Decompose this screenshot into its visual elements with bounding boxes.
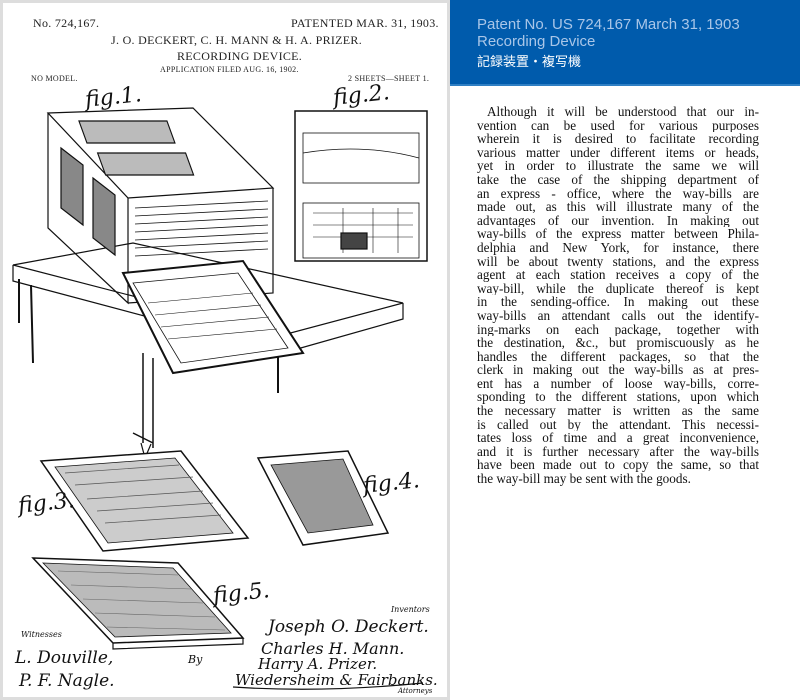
description-line: tates loss of time and a great inconveni… — [477, 431, 759, 445]
by-label: By — [188, 653, 203, 666]
description-line: take the case of the shipping department… — [477, 172, 759, 187]
patent-drawing-sheet: No. 724,167. PATENTED MAR. 31, 1903. J. … — [3, 3, 447, 697]
attorneys-signature: Wiedersheim & Fairbanks. — [235, 671, 438, 689]
description-line: is called out by the attendant. This nec… — [477, 417, 759, 432]
description-line: way-bills of the express matter between … — [477, 227, 759, 241]
description-line: ent has a number of loose way-bills, cor… — [477, 376, 759, 391]
description-line: have been made out to copy the same, so … — [477, 458, 759, 473]
application-filed: APPLICATION FILED AUG. 16, 1902. — [160, 65, 299, 74]
inventors-header: J. O. DECKERT, C. H. MANN & H. A. PRIZER… — [111, 33, 363, 47]
description-line: sponding to the different stations, upon… — [477, 390, 759, 405]
description-line: vention can be used for various purposes — [477, 118, 759, 133]
patent-description-text: Although it will be understood that our … — [477, 105, 759, 486]
banner-japanese-title: 記録装置・複写機 — [477, 55, 582, 70]
attorneys-label: Attorneys — [398, 687, 433, 695]
description-line: various matter under different items or … — [477, 145, 759, 160]
no-model-label: NO MODEL. — [31, 74, 78, 83]
description-line: the way-bill may be sent with the goods. — [477, 472, 691, 486]
description-line: agent at each station receives a copy of… — [477, 268, 759, 282]
description-line: Although it will be understood that our … — [487, 105, 759, 119]
witnesses-label: Witnesses — [21, 630, 62, 639]
patent-title-banner: Patent No. US 724,167 March 31, 1903 Rec… — [450, 0, 800, 86]
witness-signature-1: L. Douville, — [15, 648, 114, 668]
inventor-signature-2: Charles H. Mann. — [261, 639, 405, 658]
description-line: clerk in making out the way-bills as at … — [477, 363, 759, 377]
description-line: handles the different packages, so that … — [477, 349, 759, 364]
description-line: the necessary matter is written as the s… — [477, 404, 759, 418]
banner-patent-number: Patent No. US 724,167 March 31, 1903 — [477, 16, 740, 33]
description-line: way-bills an attendant calls out the ide… — [477, 308, 759, 323]
inventor-signature-1: Joseph O. Deckert. — [268, 617, 429, 637]
description-line: made out, as this will illustrate many o… — [477, 200, 759, 214]
patent-date: PATENTED MAR. 31, 1903. — [291, 16, 439, 30]
description-line: delphia and New York, for instance, ther… — [477, 240, 759, 255]
patent-number: No. 724,167. — [33, 16, 100, 30]
description-line: in the sending-office. In making out the… — [477, 295, 759, 309]
patent-drawing-panel: No. 724,167. PATENTED MAR. 31, 1903. J. … — [0, 0, 450, 700]
description-line: wherein it is desired to facilitate reco… — [477, 132, 759, 146]
witness-signature-2: P. F. Nagle. — [19, 671, 115, 691]
description-line: advantages of our invention. In making o… — [477, 213, 759, 228]
description-line: way-bill, while the duplicate thereof is… — [477, 281, 759, 296]
banner-device-name: Recording Device — [477, 33, 596, 50]
device-title: RECORDING DEVICE. — [177, 49, 303, 63]
description-line: an express - office, where the way-bills… — [477, 186, 759, 201]
sheets-label: 2 SHEETS—SHEET 1. — [348, 74, 430, 83]
description-line: the destination, &c., but promiscuously … — [477, 336, 759, 350]
description-line: ing-marks on each package, together with — [477, 322, 759, 337]
patent-drawing-illustration — [12, 107, 428, 690]
inventors-label: Inventors — [391, 605, 430, 614]
description-line: will be about twenty stations, and the e… — [477, 254, 759, 269]
inventor-signature-3: Harry A. Prizer. — [258, 655, 378, 673]
description-line: yet in order to illustrate the same we w… — [477, 159, 759, 173]
description-line: and it is further necessary after the wa… — [477, 444, 759, 459]
